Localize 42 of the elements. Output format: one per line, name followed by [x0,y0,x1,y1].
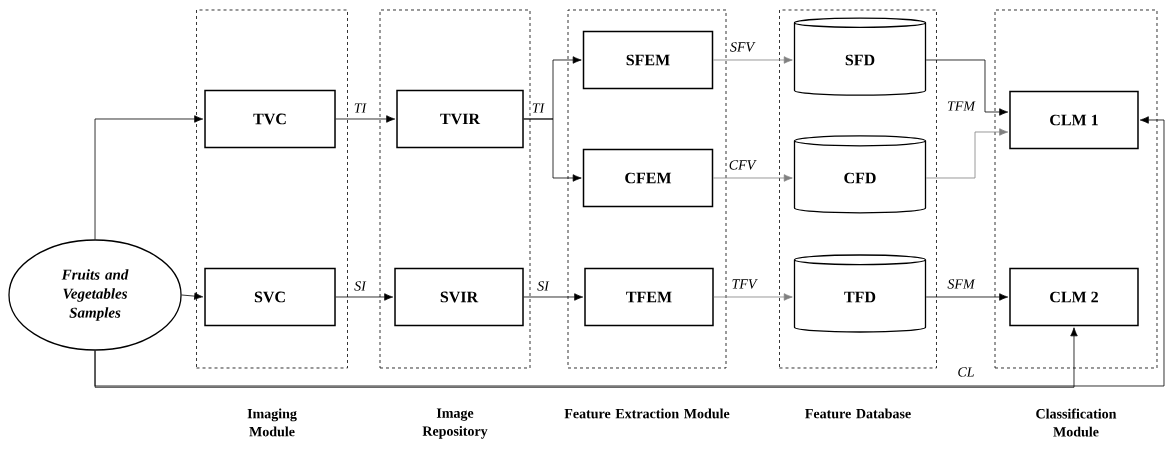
arrow [181,292,204,300]
module-heading: Imaging Module [247,408,297,437]
database-cylinder: SFD [793,17,927,96]
process-box: TFEM [584,267,714,327]
arrow [712,56,793,64]
edge-label: TFM [946,100,976,112]
edge-label: TFV [730,278,758,290]
arrow [925,293,1009,301]
arrow [335,293,394,301]
process-box: SVC [204,267,336,327]
arrow [712,174,793,182]
process-box: TVC [204,89,336,149]
arrow [335,115,396,123]
edge-label: SFM [946,278,976,290]
arrow [523,118,582,182]
module-heading: Feature Database [805,408,911,419]
process-box: SVIR [394,267,524,327]
edge-label: CL [956,366,976,378]
edge-label: SI [353,280,367,292]
database-cylinder: TFD [793,254,927,333]
arrow [523,293,584,301]
process-box: CFEM [582,148,714,208]
edge-label: SI [536,280,550,292]
process-box: CLM 1 [1009,90,1139,150]
process-box: TVIR [396,89,524,149]
edge-label: TI [352,102,368,114]
database-cylinder: CFD [793,135,927,214]
process-box: SFEM [582,30,714,90]
module-heading: Feature Extraction Module [564,408,730,419]
edge-label: CFV [727,159,757,171]
arrow [925,128,1009,179]
edge-label: SFV [728,41,756,53]
edge-label: TI [530,102,546,114]
ellipse-node: Fruits and Vegetables Samples [8,239,182,351]
process-box: CLM 2 [1009,267,1139,327]
arrow [94,327,1078,388]
module-heading: Image Repository [422,408,488,439]
arrow [94,116,1165,387]
arrow [713,293,793,301]
module-heading: Classification Module [1036,408,1117,437]
arrow [94,115,204,240]
arrow [925,59,1009,116]
